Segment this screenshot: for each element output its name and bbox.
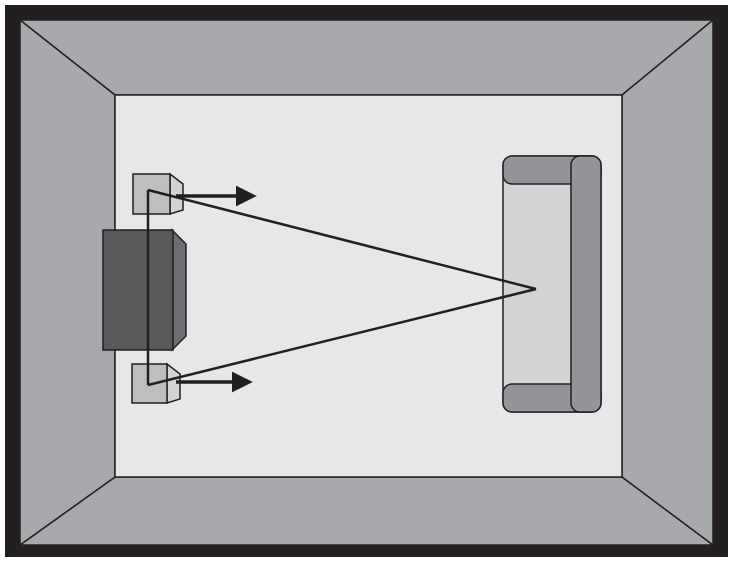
listening-triangle: [146, 188, 537, 387]
tv-cabinet-front: [102, 229, 174, 351]
bottom-wall: [17, 476, 716, 546]
left-speaker: [132, 172, 184, 216]
tv-cabinet: [102, 228, 187, 352]
sofa-backrest: [570, 155, 602, 413]
left-wall: [19, 18, 116, 547]
right-speaker-to-listener-line: [147, 287, 537, 387]
tv-cabinet-side: [171, 228, 187, 352]
speaker-direction-arrows: [176, 185, 257, 393]
sofa: [502, 155, 602, 413]
right-wall: [621, 18, 714, 547]
right-speaker: [131, 362, 181, 405]
left-speaker-to-listener-line: [147, 188, 537, 291]
top-wall: [17, 19, 716, 96]
